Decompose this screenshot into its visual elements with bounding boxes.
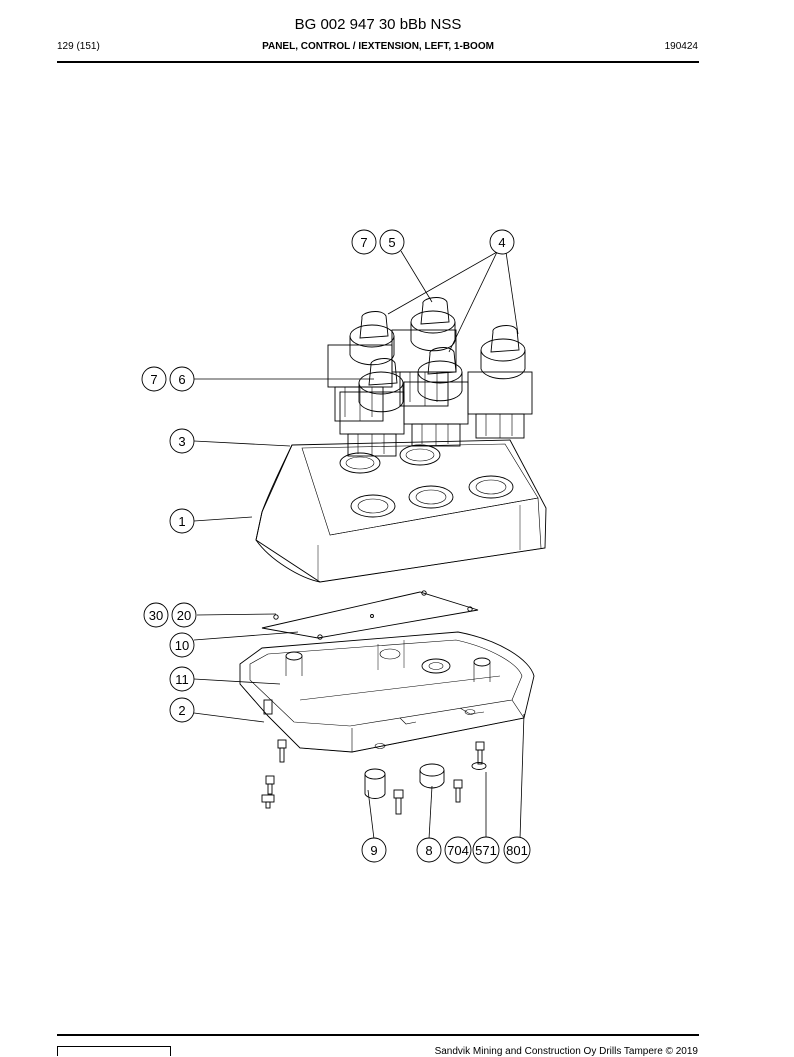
svg-text:704: 704 <box>447 843 469 858</box>
callout-2: 2 <box>169 697 195 723</box>
screw-6 <box>475 741 485 765</box>
svg-text:7: 7 <box>150 372 157 387</box>
svg-text:7: 7 <box>360 235 367 250</box>
leader-lines <box>193 250 525 840</box>
section-title: PANEL, CONTROL / IEXTENSION, LEFT, 1-BOO… <box>262 41 494 52</box>
plug-8 <box>419 763 445 789</box>
svg-text:20: 20 <box>177 608 191 623</box>
svg-text:4: 4 <box>498 235 505 250</box>
callout-3: 3 <box>169 428 195 454</box>
callout-5: 5 <box>379 229 405 255</box>
callout-7-top: 7 <box>351 229 377 255</box>
svg-text:801: 801 <box>506 843 528 858</box>
callout-20: 20 <box>171 602 197 628</box>
screw-4 <box>393 789 404 815</box>
svg-text:8: 8 <box>425 843 432 858</box>
footer-copyright: Sandvik Mining and Construction Oy Drill… <box>434 1046 698 1057</box>
panel-cover <box>255 439 547 583</box>
svg-text:9: 9 <box>370 843 377 858</box>
svg-text:5: 5 <box>388 235 395 250</box>
callout-571: 571 <box>472 836 500 864</box>
page-number: 129 (151) <box>57 41 100 52</box>
callout-10: 10 <box>169 632 195 658</box>
screw-2 <box>265 775 275 795</box>
date-code: 190424 <box>664 41 698 52</box>
company-logo <box>57 1046 171 1056</box>
callout-4: 4 <box>489 229 515 255</box>
plug-9 <box>364 768 386 799</box>
svg-text:571: 571 <box>475 843 497 858</box>
callout-8: 8 <box>416 837 442 863</box>
svg-text:1: 1 <box>178 514 185 529</box>
callout-9: 9 <box>361 837 387 863</box>
screw-3 <box>261 794 275 809</box>
washer-571 <box>471 762 487 770</box>
callout-30: 30 <box>143 602 169 628</box>
callout-801: 801 <box>503 836 531 864</box>
svg-text:10: 10 <box>175 638 189 653</box>
selector-switch-front-left <box>339 358 405 457</box>
base-housing <box>239 631 535 753</box>
mounting-plate <box>261 590 479 640</box>
svg-text:30: 30 <box>149 608 163 623</box>
header-rule <box>57 61 699 63</box>
svg-text:6: 6 <box>178 372 185 387</box>
callout-1: 1 <box>169 508 195 534</box>
svg-text:3: 3 <box>178 434 185 449</box>
screw-5 <box>453 779 463 803</box>
screw-1 <box>277 739 287 763</box>
callout-6: 6 <box>169 366 195 392</box>
selector-switch-back-mid <box>391 297 457 407</box>
callout-11: 11 <box>169 666 195 692</box>
document-title: BG 002 947 30 bBb NSS <box>294 16 462 33</box>
callout-7-mid: 7 <box>141 366 167 392</box>
selector-switch-back-right <box>467 325 533 439</box>
callout-704: 704 <box>444 836 472 864</box>
selector-switch-front-mid <box>403 347 469 447</box>
footer-rule <box>57 1034 699 1036</box>
svg-text:2: 2 <box>178 703 185 718</box>
svg-text:11: 11 <box>175 672 189 687</box>
